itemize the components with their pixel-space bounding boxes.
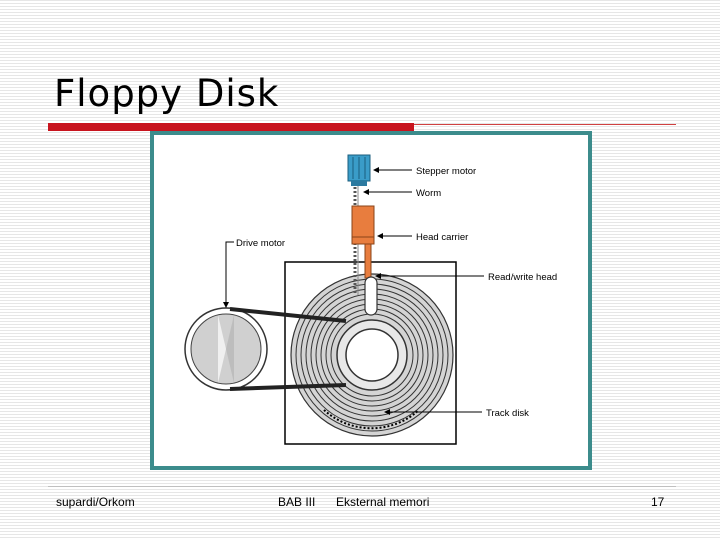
label-read-write-head: Read/write head — [488, 272, 557, 283]
footer-divider — [48, 486, 676, 487]
floppy-disk-diagram: Stepper motor Worm Head carrier Read/wri… — [150, 131, 592, 470]
read-write-head — [364, 276, 378, 316]
slide-title: Floppy Disk — [54, 72, 280, 115]
drive-motor-pulley — [184, 307, 268, 391]
stepper-motor — [347, 154, 371, 186]
label-drive-motor: Drive motor — [236, 238, 285, 249]
footer-chapter: BAB III — [278, 495, 316, 509]
label-worm: Worm — [416, 188, 441, 199]
label-head-carrier: Head carrier — [416, 232, 468, 243]
page-number: 17 — [651, 495, 665, 509]
footer-author: supardi/Orkom — [56, 495, 135, 509]
label-track-disk: Track disk — [486, 408, 529, 419]
footer-topic: Eksternal memori — [336, 495, 430, 509]
disk-tracks — [290, 273, 454, 437]
drive-belt — [229, 307, 347, 391]
annotation-arrows — [223, 167, 484, 415]
title-underline-thin — [414, 124, 676, 125]
title-underline-accent — [48, 123, 414, 131]
diagram-canvas: Stepper motor Worm Head carrier Read/wri… — [184, 154, 557, 445]
head-carrier — [351, 205, 375, 279]
label-stepper-motor: Stepper motor — [416, 166, 476, 177]
